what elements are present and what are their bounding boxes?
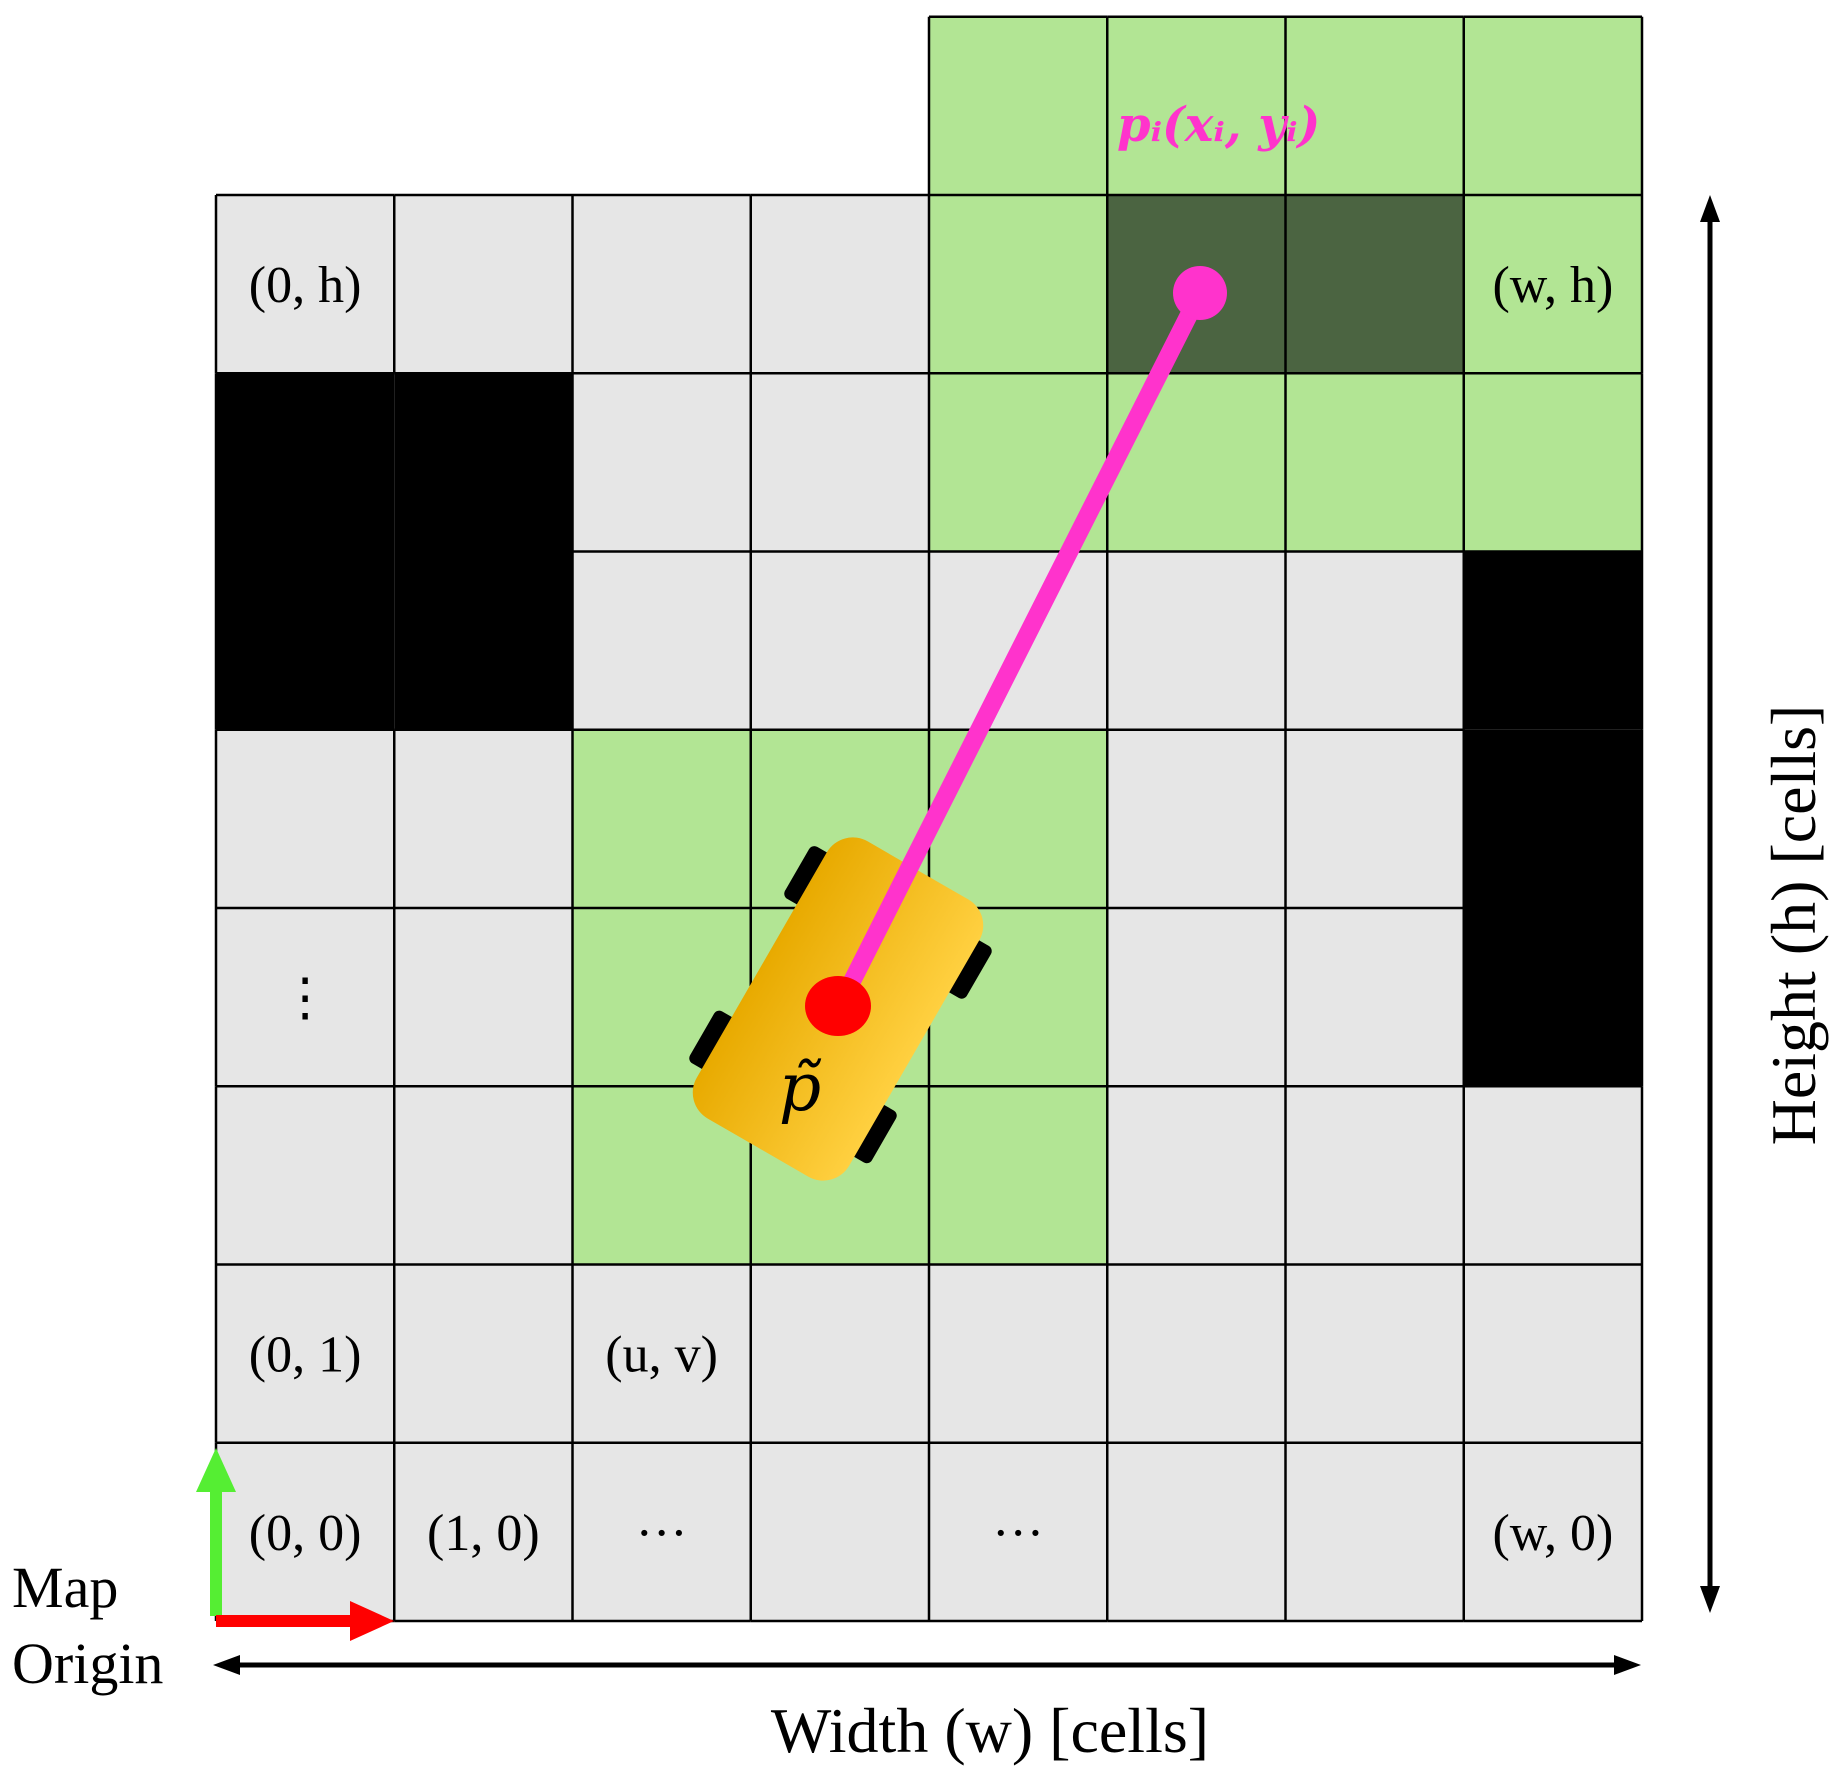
grid-cell-free: [1107, 1264, 1286, 1443]
grid-cell-free: [1285, 908, 1464, 1087]
grid-cell-target-region: [1463, 373, 1642, 552]
cell-labels: (0, h) (w, h) ⋮ (0, 1) (u, v) (0, 0) (1, 0) ···…: [249, 257, 1613, 1562]
grid-cell-free: [572, 373, 751, 552]
target-point-marker: [1173, 266, 1227, 320]
grid-cell-free: [216, 908, 395, 1087]
grid-cell-free: [1463, 1086, 1642, 1265]
grid-cell-free: [1107, 1442, 1286, 1621]
robot-wheel-rear-left: [689, 1010, 736, 1071]
grid-cell-free: [929, 1442, 1108, 1621]
grid-cell-occupied: [216, 373, 395, 552]
cell-label: (w, h): [1492, 257, 1613, 314]
grid-cell-free: [572, 1264, 751, 1443]
grid-cell-free: [750, 551, 929, 730]
grid-cell-free: [1463, 1264, 1642, 1443]
grid-cell-free: [394, 1264, 573, 1443]
width-axis: [213, 1655, 1641, 1675]
grid-cell-target-region: [1285, 373, 1464, 552]
cell-label: (1, 0): [427, 1505, 540, 1562]
grid-cell-free: [216, 729, 395, 908]
height-axis-label: Height (h) [cells]: [1758, 705, 1829, 1146]
grid-cell-occupied: [1463, 551, 1642, 730]
grid-cell-free: [216, 1086, 395, 1265]
height-arrow-top: [1700, 195, 1720, 222]
grid-cell-free: [750, 1442, 929, 1621]
grid-cell-free: [1107, 1086, 1286, 1265]
target-point-label: pᵢ(xᵢ, yᵢ): [1117, 97, 1320, 153]
grid-cell-target-region: [1107, 373, 1286, 552]
grid-cell-target-region: [929, 195, 1108, 374]
measurement-ray: [829, 284, 1209, 1018]
grid-cell-occupied: [1463, 908, 1642, 1087]
height-arrow-bottom: [1700, 1586, 1720, 1613]
width-axis-label: Width (w) [cells]: [771, 1695, 1209, 1766]
grid-cell-free: [394, 1086, 573, 1265]
grid-cell-free: [750, 1264, 929, 1443]
grid-cell-target: [1285, 195, 1464, 374]
robot-position-label: p̃: [779, 1049, 822, 1126]
height-axis: [1700, 195, 1720, 1613]
grid-cell-target-region: [1285, 16, 1464, 195]
grid-cell-free: [216, 195, 395, 374]
grid-cell-free: [1107, 729, 1286, 908]
origin-label-line1: Map: [12, 1555, 118, 1620]
grid-cell-local-region: [929, 1086, 1108, 1265]
grid-cell-target-region: [1463, 195, 1642, 374]
cell-label: ···: [992, 1505, 1044, 1562]
origin-axes: [196, 1448, 394, 1641]
grid-cell-free: [750, 373, 929, 552]
cell-label: ···: [636, 1505, 688, 1562]
grid-cell-free: [394, 729, 573, 908]
grid-cell-occupied: [394, 551, 573, 730]
grid-cell-free: [1107, 908, 1286, 1087]
grid-cell-free: [929, 1264, 1108, 1443]
grid-cell-target-region: [1463, 16, 1642, 195]
grid-cell-free: [572, 1442, 751, 1621]
grid-cell-target-region: [929, 16, 1108, 195]
cell-label: (0, 0): [249, 1505, 362, 1562]
cell-label: (0, 1): [249, 1327, 362, 1384]
grid-cell-target-region: [1107, 16, 1286, 195]
cell-label: (u, v): [605, 1327, 718, 1384]
grid-cell-free: [394, 195, 573, 374]
origin-x-arrow-head: [350, 1601, 394, 1641]
grid-cell-free: [1107, 551, 1286, 730]
robot-position-dot: [805, 976, 871, 1036]
grid-cell-free: [1285, 1442, 1464, 1621]
grid-cell-occupied: [1463, 729, 1642, 908]
origin-y-arrow-head: [196, 1448, 236, 1492]
grid-cell-local-region: [572, 729, 751, 908]
grid-cell-free: [394, 908, 573, 1087]
grid-cells: [216, 16, 1642, 1621]
robot-wheel-rear-right: [850, 1103, 897, 1164]
grid-cell-free: [216, 1264, 395, 1443]
grid-cell-free: [1463, 1442, 1642, 1621]
cell-label: (w, 0): [1492, 1505, 1613, 1562]
grid-cell-free: [1285, 1264, 1464, 1443]
robot-wheel-front-right: [945, 939, 992, 999]
width-arrow-right: [1614, 1655, 1641, 1675]
cell-label: (0, h): [249, 257, 362, 314]
grid-cell-free: [572, 195, 751, 374]
grid-cell-free: [1285, 729, 1464, 908]
width-arrow-left: [213, 1655, 240, 1675]
grid-cell-occupied: [394, 373, 573, 552]
origin-label-line2: Origin: [12, 1631, 163, 1696]
grid-cell-free: [394, 1442, 573, 1621]
robot-wheel-front-left: [784, 846, 831, 906]
grid-cell-free: [572, 551, 751, 730]
grid-cell-free: [1285, 1086, 1464, 1265]
grid-cell-free: [1285, 551, 1464, 730]
grid-cell-free: [750, 195, 929, 374]
cell-label: ⋮: [279, 970, 331, 1027]
grid-cell-occupied: [216, 551, 395, 730]
grid-cell-free: [216, 1442, 395, 1621]
